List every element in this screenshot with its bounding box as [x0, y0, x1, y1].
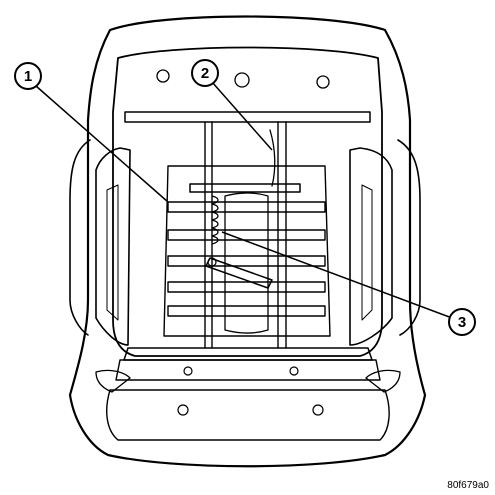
callout-2: 2	[191, 59, 219, 87]
center-pad	[224, 192, 269, 334]
frame-hole	[316, 75, 330, 89]
callout-1: 1	[14, 62, 42, 90]
front-hole	[289, 366, 299, 376]
suspension-panel	[163, 165, 331, 337]
left-bolster	[95, 147, 131, 346]
front-track	[115, 359, 381, 381]
callout-2-label: 2	[201, 65, 209, 82]
cross-bar	[189, 183, 301, 193]
seat-back-rim	[124, 111, 371, 123]
figure-code: 80f679a0	[447, 480, 489, 491]
callout-1-leader	[35, 85, 169, 203]
seat-outer-outline	[68, 15, 427, 468]
left-front-tab	[95, 369, 131, 393]
callout-1-label: 1	[24, 68, 32, 85]
vertical-wires	[204, 121, 287, 349]
suspension-ribs	[167, 201, 326, 317]
right-bolster-inner	[361, 184, 373, 321]
right-front-tab	[365, 369, 401, 393]
frame-hole	[156, 69, 170, 83]
left-bolster-inner	[106, 184, 119, 321]
callout-3-leader	[221, 231, 453, 319]
callout-3-label: 3	[458, 314, 466, 331]
mounting-bar	[123, 347, 373, 361]
front-hole	[312, 404, 324, 416]
right-bolster	[349, 147, 393, 346]
left-outer-pad	[69, 139, 91, 336]
adjust-lever	[205, 257, 273, 289]
callout-3: 3	[448, 308, 476, 336]
front-hole	[183, 366, 193, 376]
lever-pivot	[207, 257, 217, 267]
callout-2-leader	[211, 81, 273, 151]
right-outer-pad	[397, 139, 421, 336]
frame-hole	[234, 72, 250, 88]
seat-inner-frame	[112, 46, 383, 357]
front-apron	[106, 389, 390, 441]
spring-coil	[211, 195, 219, 245]
front-hole	[177, 404, 189, 416]
release-cable	[269, 129, 276, 187]
